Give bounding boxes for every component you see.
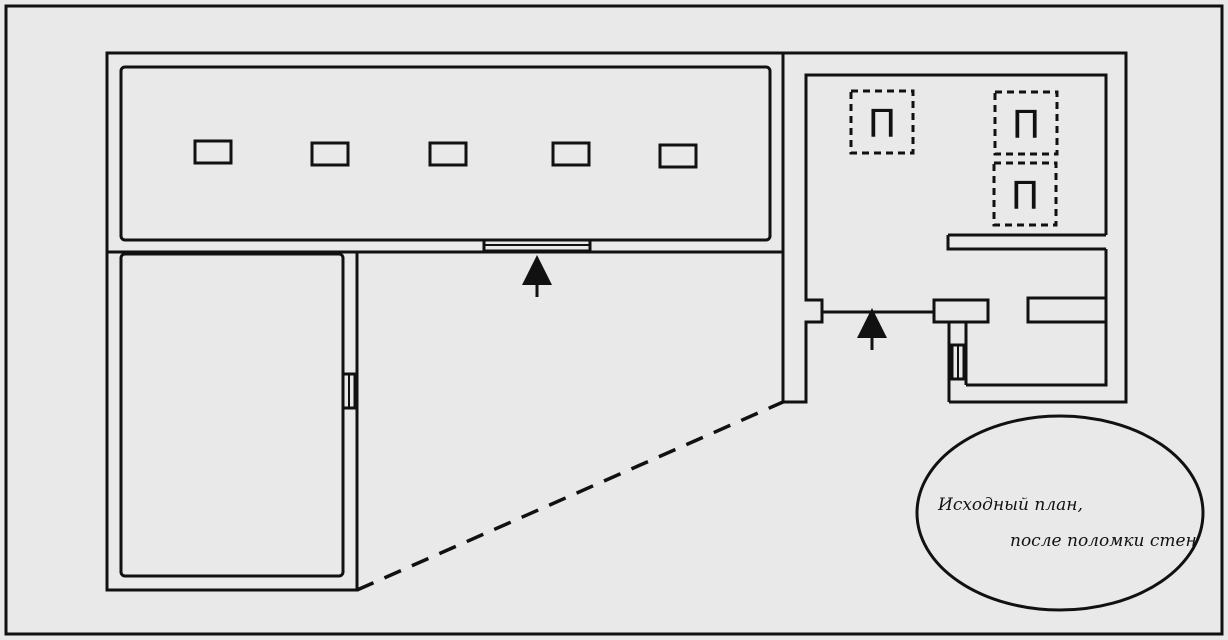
- fixture-label: П: [1012, 103, 1041, 147]
- service-cabinet: [932, 298, 990, 381]
- fixture-mark: П: [993, 90, 1059, 156]
- note-line-2: после поломки стен: [1010, 531, 1197, 551]
- light-fixture: [658, 143, 698, 169]
- top-hall: [105, 51, 785, 254]
- note-ellipse: [915, 414, 1205, 612]
- left-room: [105, 250, 359, 592]
- light-fixture: [193, 139, 233, 165]
- light-fixture: [551, 141, 591, 167]
- left-room-door: [341, 372, 357, 410]
- light-fixture: [428, 141, 468, 167]
- fixture-mark: П: [849, 89, 915, 155]
- note-line-1: Исходный план,: [937, 495, 1083, 515]
- right-partitions: [946, 233, 1106, 402]
- fixture-label: П: [868, 102, 897, 146]
- ceiling-lights: [193, 139, 698, 169]
- fixture-mark: П: [992, 161, 1058, 227]
- light-fixture: [310, 141, 350, 167]
- removed-wall-dashed: [356, 400, 784, 592]
- page-frame: [4, 4, 1224, 636]
- hall-door: [482, 238, 592, 253]
- fixture-label: П: [1011, 174, 1040, 218]
